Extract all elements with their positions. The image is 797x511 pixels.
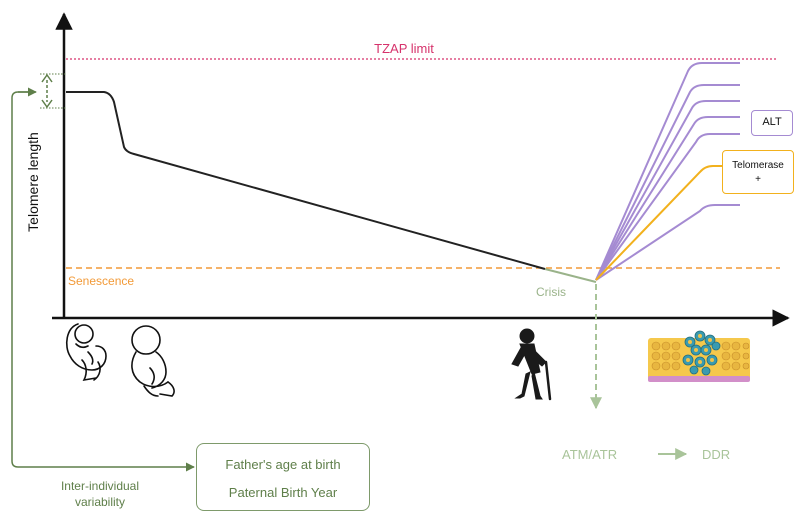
crisis-label: Crisis bbox=[536, 285, 566, 299]
elderly-person-icon bbox=[511, 328, 552, 401]
alt-label: ALT bbox=[762, 116, 782, 128]
telomerase-trajectory bbox=[595, 165, 722, 281]
father-age-label: Father's age at birth bbox=[225, 457, 341, 472]
variability-connector bbox=[11, 91, 195, 472]
atm-atr-label: ATM/ATR bbox=[562, 447, 617, 462]
variability-label-line2: variability bbox=[75, 495, 125, 509]
alt-box: ALT bbox=[751, 110, 793, 136]
telomerase-label: Telomerase bbox=[732, 160, 784, 171]
variability-arrow-up bbox=[41, 73, 53, 83]
variability-arrow-down bbox=[41, 99, 53, 109]
ddr-label: DDR bbox=[702, 447, 730, 462]
telomere-trajectory bbox=[66, 91, 546, 270]
fetus-icon bbox=[131, 325, 175, 397]
y-axis-label: Telomere length bbox=[25, 132, 41, 232]
alt-trajectories bbox=[595, 62, 740, 281]
telomerase-box: Telomerase + bbox=[722, 150, 794, 194]
paternal-factors-box: Father's age at birth Paternal Birth Yea… bbox=[196, 443, 370, 511]
paternal-birth-year-label: Paternal Birth Year bbox=[228, 485, 338, 500]
crisis-segment bbox=[544, 268, 597, 283]
variability-label-line1: Inter-individual bbox=[61, 479, 139, 493]
senescence-label: Senescence bbox=[68, 274, 134, 288]
tumor-cells-icon bbox=[648, 330, 750, 382]
telomerase-plus-label: + bbox=[755, 174, 761, 185]
embryo-icon bbox=[65, 323, 107, 382]
tzap-limit-label: TZAP limit bbox=[374, 41, 434, 56]
